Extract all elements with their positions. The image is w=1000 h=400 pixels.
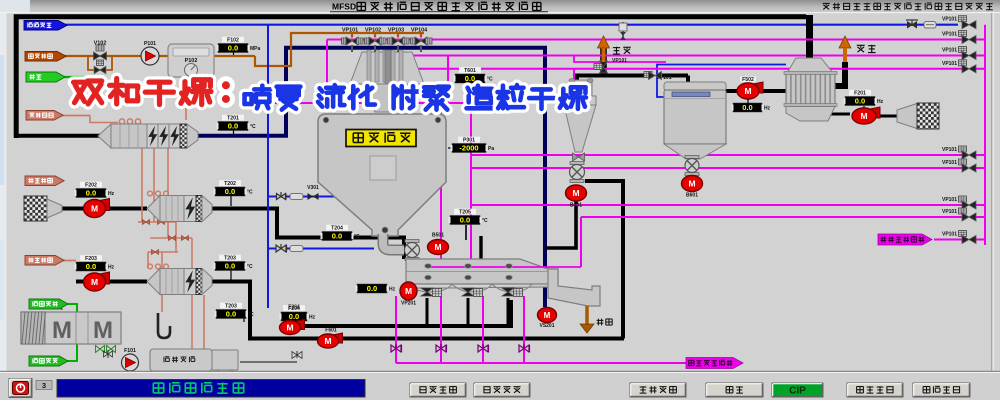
- svg-text:°C: °C: [247, 264, 253, 270]
- svg-text:M: M: [286, 323, 293, 333]
- svg-text:0.0: 0.0: [332, 232, 342, 241]
- svg-text:VP101: VP101: [942, 232, 957, 238]
- svg-text:0.0: 0.0: [225, 262, 235, 271]
- svg-text:VP201: VP201: [401, 301, 416, 307]
- svg-text:VP102: VP102: [365, 28, 381, 34]
- svg-text:P301: P301: [463, 138, 475, 144]
- svg-text:°C: °C: [482, 218, 488, 224]
- svg-text:Hz: Hz: [877, 99, 884, 105]
- svg-text:0.0: 0.0: [86, 189, 96, 198]
- svg-text:Hz: Hz: [309, 315, 316, 321]
- svg-text:0.0: 0.0: [228, 44, 238, 53]
- svg-text:M: M: [544, 311, 551, 320]
- svg-text:VP104: VP104: [411, 28, 427, 34]
- svg-text:M: M: [688, 179, 695, 189]
- svg-text:F101: F101: [124, 348, 136, 354]
- svg-text:T202: T202: [224, 181, 236, 187]
- svg-text:0.0: 0.0: [465, 74, 475, 83]
- svg-text:°C: °C: [487, 77, 493, 83]
- svg-text:T601: T601: [464, 68, 476, 74]
- svg-text:T205: T205: [459, 210, 471, 216]
- svg-text:T204: T204: [331, 226, 343, 232]
- svg-text:MFSD: MFSD: [332, 2, 356, 12]
- svg-text:VP101: VP101: [942, 209, 957, 215]
- svg-text:T203: T203: [225, 304, 237, 310]
- svg-text:VP101: VP101: [942, 17, 957, 23]
- svg-text:0.0: 0.0: [86, 262, 96, 271]
- svg-text:VP101: VP101: [942, 61, 957, 67]
- svg-text:T201: T201: [227, 116, 239, 122]
- svg-text:F204: F204: [288, 306, 300, 312]
- svg-text:F502: F502: [742, 77, 754, 83]
- svg-text:VP101: VP101: [942, 48, 957, 54]
- svg-text:F202: F202: [85, 183, 97, 189]
- svg-text:0.0: 0.0: [855, 97, 865, 106]
- svg-text:Hz: Hz: [108, 265, 115, 271]
- svg-text:M: M: [91, 204, 98, 214]
- svg-text:VP101: VP101: [942, 160, 957, 166]
- svg-text:B501: B501: [432, 233, 444, 239]
- svg-text:VS201: VS201: [539, 323, 554, 329]
- svg-text:VP101: VP101: [612, 58, 627, 64]
- svg-text:F204: F204: [288, 305, 300, 311]
- svg-text:0.0: 0.0: [742, 103, 752, 112]
- svg-text:VP101: VP101: [942, 147, 957, 153]
- svg-text:Hz: Hz: [764, 106, 771, 112]
- svg-text:F601: F601: [325, 328, 337, 334]
- svg-text:F201: F201: [854, 91, 866, 97]
- svg-text:°C: °C: [248, 312, 254, 318]
- svg-text:M: M: [52, 317, 72, 344]
- svg-text:MPa: MPa: [250, 46, 261, 52]
- svg-text:Hz: Hz: [108, 191, 115, 197]
- svg-text:0.0: 0.0: [460, 216, 470, 225]
- svg-text:M: M: [572, 188, 579, 198]
- svg-text:Hz: Hz: [389, 287, 396, 293]
- svg-text:F203: F203: [85, 256, 97, 262]
- svg-text:M: M: [434, 242, 441, 252]
- svg-text:M: M: [324, 336, 331, 346]
- svg-text:VP101: VP101: [342, 28, 358, 34]
- svg-text:0.0: 0.0: [289, 312, 299, 321]
- svg-text:0.0: 0.0: [367, 284, 377, 293]
- svg-text:0.0: 0.0: [226, 310, 236, 319]
- svg-text:Pa: Pa: [488, 146, 494, 152]
- svg-text:-2000: -2000: [459, 144, 478, 153]
- svg-text:M: M: [91, 277, 98, 287]
- svg-text:V301: V301: [307, 185, 319, 191]
- svg-text:M: M: [405, 286, 412, 296]
- svg-text:M: M: [93, 317, 113, 344]
- svg-text:0.0: 0.0: [228, 122, 238, 131]
- svg-text:F102: F102: [227, 38, 239, 44]
- svg-text:VP101: VP101: [656, 75, 671, 81]
- svg-text:°C: °C: [354, 234, 360, 240]
- svg-text:0.0: 0.0: [225, 187, 235, 196]
- svg-text:VP101: VP101: [942, 32, 957, 38]
- svg-text:T203: T203: [224, 256, 236, 262]
- svg-text:VP103: VP103: [388, 28, 404, 34]
- svg-text:CIP: CIP: [789, 386, 806, 397]
- svg-text:M: M: [860, 111, 867, 121]
- svg-text:P102: P102: [185, 58, 198, 64]
- svg-text:B601: B601: [686, 193, 698, 199]
- svg-text:B401: B401: [570, 203, 582, 209]
- svg-text:P101: P101: [144, 41, 156, 47]
- svg-text:M: M: [744, 86, 751, 96]
- svg-text:3: 3: [42, 381, 46, 390]
- svg-text:°C: °C: [250, 124, 256, 130]
- svg-text:VP101: VP101: [942, 197, 957, 203]
- svg-text:°C: °C: [247, 190, 253, 196]
- svg-text:V102: V102: [94, 41, 107, 47]
